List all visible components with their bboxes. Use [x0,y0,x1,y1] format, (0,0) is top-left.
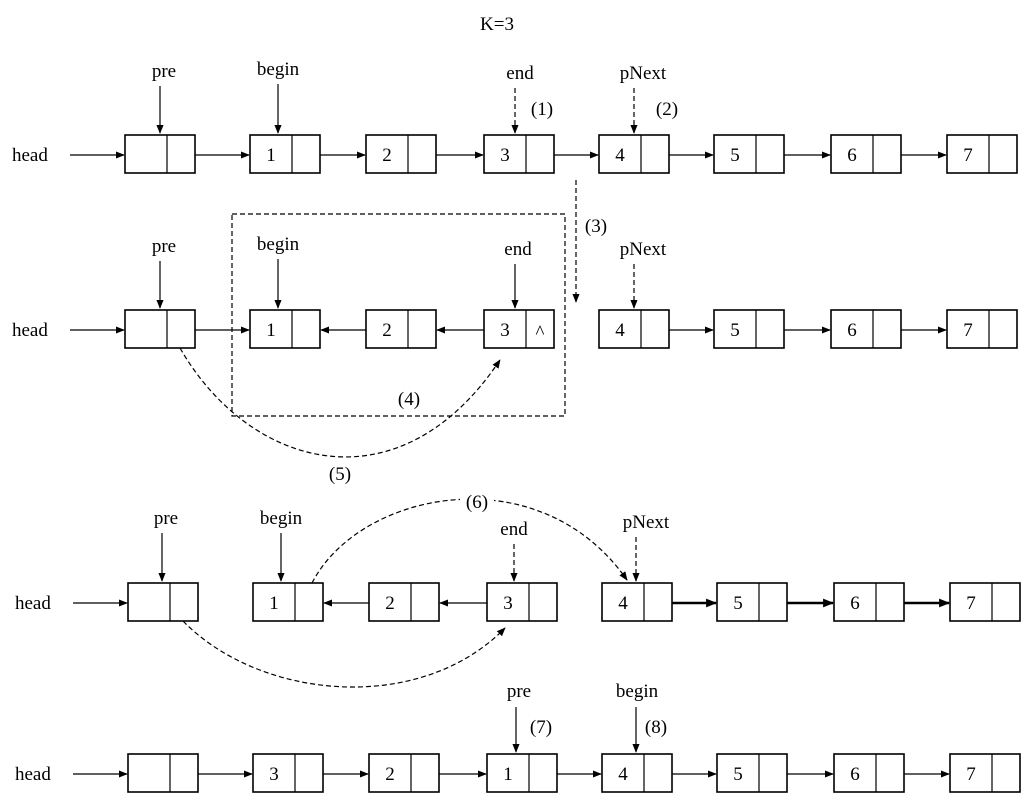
row-4: head 3 2 1 4 5 6 7 pre (7) begin (8) [15,681,1021,793]
row-2: head 1 2 3^ 4 5 6 7 (3) pre begin end pN… [12,180,1018,485]
svg-text:3: 3 [500,320,510,341]
list-node: 7 [946,309,1018,349]
svg-text:5: 5 [730,320,740,341]
pointer-label-begin: begin [257,59,300,80]
pointer-label-end: end [500,519,528,540]
svg-text:5: 5 [730,145,740,166]
step-label: (6) [466,492,488,513]
list-node: 6 [833,582,905,622]
pointer-label-end: end [506,63,534,84]
svg-text:1: 1 [266,320,276,341]
list-node: 1 [486,753,558,793]
svg-text:2: 2 [382,320,392,341]
svg-text:4: 4 [615,145,625,166]
svg-text:4: 4 [615,320,625,341]
list-node [127,753,199,793]
list-node: 1 [249,134,321,174]
svg-text:4: 4 [618,764,628,785]
svg-text:1: 1 [269,593,279,614]
list-node: 5 [713,134,785,174]
step-label: (1) [531,99,553,120]
row-1: head 1 2 3 4 5 6 7 pre begin end (1) pNe… [12,59,1018,174]
list-node: 2 [368,753,440,793]
list-node: 4 [601,582,673,622]
step-label: (4) [398,389,420,410]
svg-text:4: 4 [618,593,628,614]
list-node: 3 [486,582,558,622]
list-node: 3 [483,134,555,174]
svg-text:1: 1 [266,145,276,166]
list-node: 5 [713,309,785,349]
svg-text:7: 7 [963,145,973,166]
svg-text:3: 3 [503,593,513,614]
list-node: 2 [365,309,437,349]
pointer-label-pre: pre [152,236,176,257]
svg-text:2: 2 [385,593,395,614]
svg-text:5: 5 [733,593,743,614]
list-node: 3 [252,753,324,793]
diagram-title: K=3 [480,14,514,35]
svg-text:7: 7 [966,593,976,614]
pointer-label-pre: pre [507,681,531,702]
list-node: 6 [830,134,902,174]
list-node: 3^ [483,309,555,349]
pointer-label-pnext: pNext [620,63,667,84]
svg-text:6: 6 [847,320,857,341]
pointer-label-end: end [504,239,532,260]
step-label: (3) [585,216,607,237]
svg-text:2: 2 [385,764,395,785]
svg-text:7: 7 [963,320,973,341]
list-node: 1 [249,309,321,349]
head-label: head [15,593,51,614]
svg-text:6: 6 [850,764,860,785]
pointer-label-begin: begin [616,681,659,702]
list-node: 6 [833,753,905,793]
list-node [124,309,196,349]
head-label: head [15,764,51,785]
list-node: 4 [598,309,670,349]
svg-text:7: 7 [966,764,976,785]
list-node: 4 [598,134,670,174]
svg-text:6: 6 [847,145,857,166]
list-node [124,134,196,174]
null-marker: ^ [536,322,545,343]
list-node: 4 [601,753,673,793]
svg-text:6: 6 [850,593,860,614]
list-node [127,582,199,622]
reversed-segment-box [231,213,566,417]
svg-text:1: 1 [503,764,513,785]
pointer-label-pre: pre [154,508,178,529]
pointer-label-begin: begin [260,508,303,529]
svg-text:3: 3 [500,145,510,166]
step-label: (7) [530,717,552,738]
step-label: (2) [656,99,678,120]
step-label: (8) [645,717,667,738]
head-label: head [12,320,48,341]
svg-text:2: 2 [382,145,392,166]
list-node: 7 [946,134,1018,174]
pointer-label-pre: pre [152,61,176,82]
row-3: head 1 2 3 4 5 6 7 pre begin end pNext (… [15,490,1021,688]
pointer-label-pnext: pNext [623,512,670,533]
list-node: 7 [949,753,1021,793]
list-node: 5 [716,582,788,622]
pointer-label-begin: begin [257,234,300,255]
svg-text:3: 3 [269,764,279,785]
list-node: 6 [830,309,902,349]
pointer-label-pnext: pNext [620,239,667,260]
list-node: 5 [716,753,788,793]
list-node: 2 [365,134,437,174]
list-node: 7 [949,582,1021,622]
svg-text:5: 5 [733,764,743,785]
list-node: 1 [252,582,324,622]
list-node: 2 [368,582,440,622]
step-label: (5) [329,464,351,485]
head-label: head [12,145,48,166]
